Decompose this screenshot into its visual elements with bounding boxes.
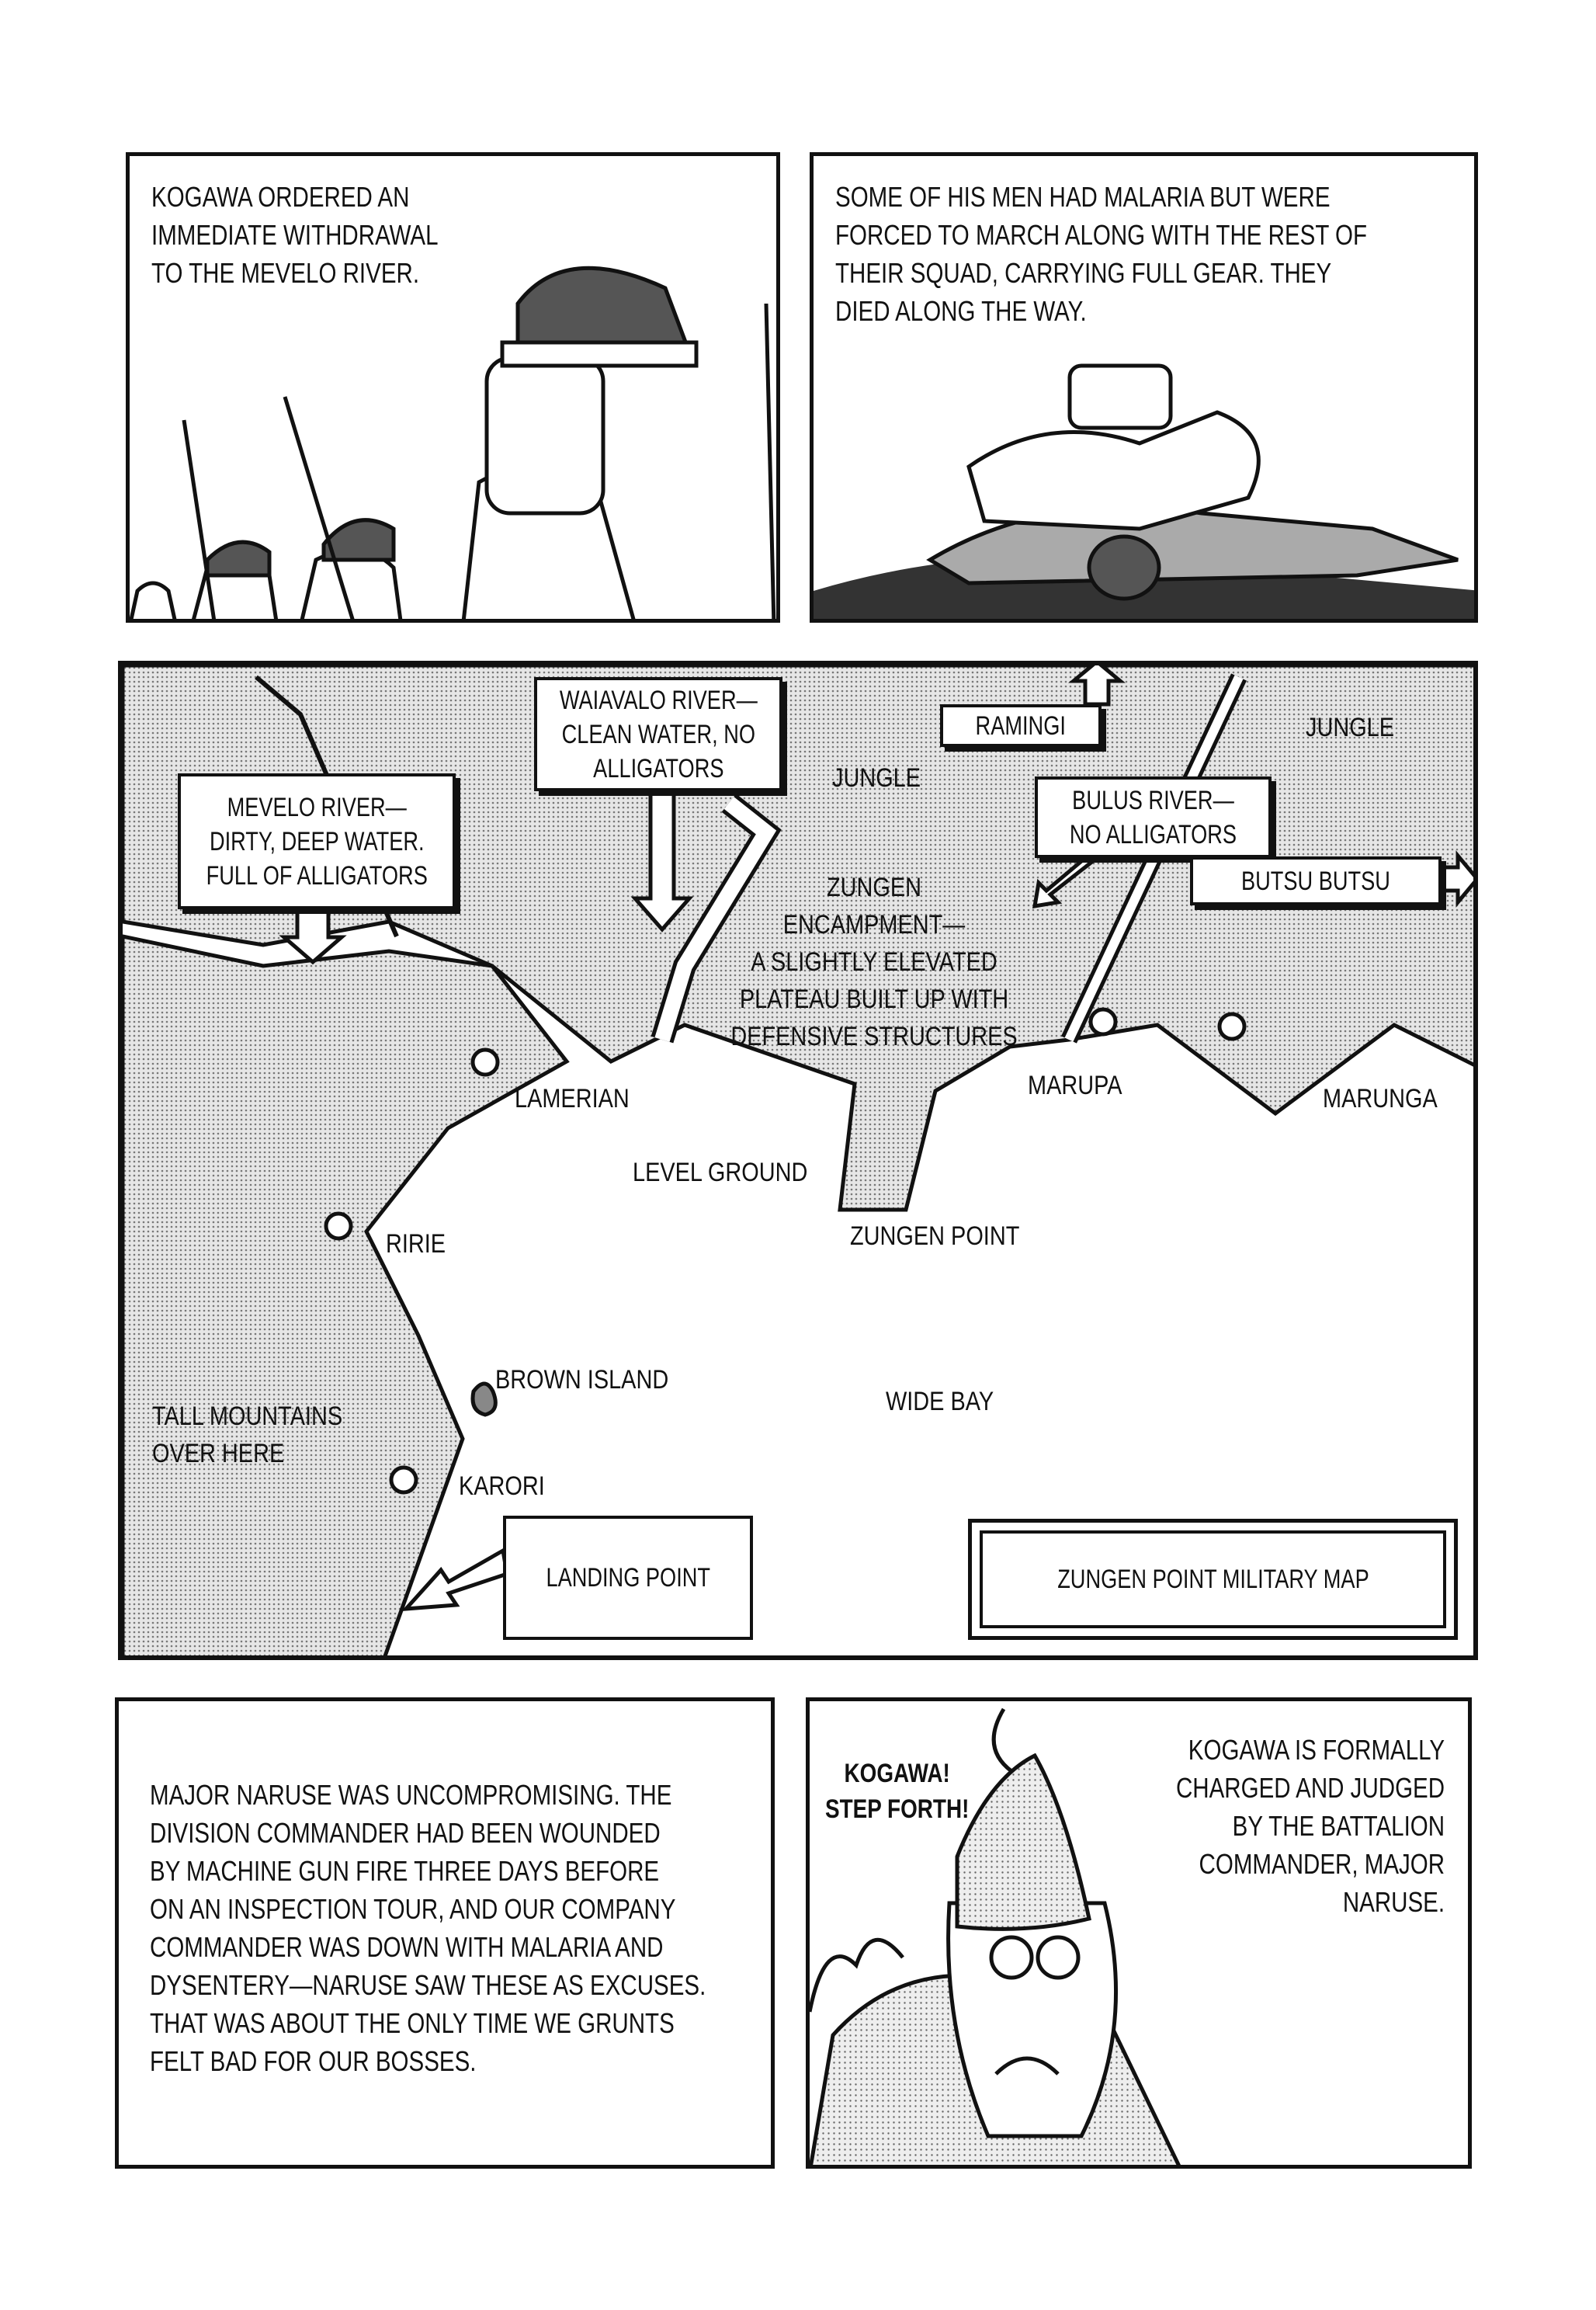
map-title: Zungen Point military map <box>980 1530 1446 1628</box>
panel-withdrawal-order: Kogawa ordered an immediate withdrawal t… <box>126 152 780 623</box>
map-title-text: Zungen Point military map <box>1056 1565 1369 1594</box>
label-wide-bay: Wide Bay <box>886 1387 994 1416</box>
callout-landing-point-text: Landing point <box>546 1563 710 1593</box>
label-zungen-encampment: Zungen encampment— a slightly elevated p… <box>730 873 1018 1051</box>
label-lamerian: Lamerian <box>515 1084 630 1113</box>
village-marupa-marker <box>1088 1007 1118 1037</box>
label-marupa: Marupa <box>1028 1071 1122 1100</box>
arrow-mevelo <box>279 907 347 965</box>
village-lamerian-marker <box>470 1047 500 1077</box>
arrow-ramingi <box>1068 665 1126 707</box>
callout-butsu-butsu-text: Butsu Butsu <box>1241 866 1390 896</box>
soldiers-illustration <box>130 266 776 619</box>
callout-butsu-butsu: Butsu Butsu <box>1190 856 1442 905</box>
label-zungen-point: Zungen Point <box>850 1221 1020 1251</box>
callout-ramingi: Ramingi <box>940 704 1102 747</box>
arrow-bulus <box>1032 856 1103 909</box>
map-title-frame: Zungen Point military map <box>968 1519 1458 1640</box>
callout-bulus-river: Bulus River— no alligators <box>1035 776 1272 858</box>
panel-military-map: Mevelo River— dirty, deep water. Full of… <box>118 661 1478 1660</box>
panel-major-naruse: Kogawa! Step forth! Kogawa is formally c… <box>806 1697 1472 2169</box>
label-tall-mountains: Tall mountains over here <box>152 1402 343 1468</box>
label-ririe: Ririe <box>386 1229 446 1259</box>
callout-mevelo-river-text: Mevelo River— dirty, deep water. Full of… <box>206 792 428 891</box>
label-level-ground: Level ground <box>633 1158 808 1187</box>
caption-text: Kogawa ordered an immediate withdrawal t… <box>151 181 439 289</box>
western-landmass <box>123 934 570 1655</box>
callout-landing-point: Landing point <box>503 1516 753 1640</box>
caption-text: Some of his men had malaria but were for… <box>835 181 1368 327</box>
callout-mevelo-river: Mevelo River— dirty, deep water. Full of… <box>178 773 456 909</box>
callout-waiavalo-river-text: Waiavalo River— clean water, no alligato… <box>559 685 758 783</box>
village-karori-marker <box>389 1465 418 1495</box>
village-marunga-marker <box>1217 1012 1247 1041</box>
label-jungle-east: Jungle <box>1306 713 1395 742</box>
panel-naruse-narration: Major Naruse was uncompromising. The div… <box>115 1697 775 2169</box>
arrow-butsu <box>1439 850 1473 908</box>
arrow-landing <box>401 1548 509 1611</box>
callout-ramingi-text: Ramingi <box>975 710 1067 741</box>
fallen-soldier-illustration <box>814 363 1474 619</box>
callout-bulus-river-text: Bulus River— no alligators <box>1069 785 1237 849</box>
village-ririe-marker <box>324 1211 353 1241</box>
panel-fallen-soldier: Some of his men had malaria but were for… <box>810 152 1478 623</box>
caption-text: Kogawa is formally charged and judged by… <box>1175 1734 1445 1918</box>
callout-waiavalo-river: Waiavalo River— clean water, no alligato… <box>534 677 782 791</box>
speech-bubble-text: Kogawa! Step forth! <box>825 1759 970 1824</box>
major-naruse-illustration <box>810 1707 1181 2165</box>
label-jungle-center: Jungle <box>832 763 921 793</box>
caption-text: Major Naruse was uncompromising. The div… <box>150 1779 706 2077</box>
brown-island <box>470 1381 498 1417</box>
label-brown-island: Brown Island <box>495 1365 669 1395</box>
label-karori: Karori <box>459 1471 545 1501</box>
arrow-waiavalo <box>630 789 694 933</box>
label-marunga: Marunga <box>1323 1084 1438 1113</box>
